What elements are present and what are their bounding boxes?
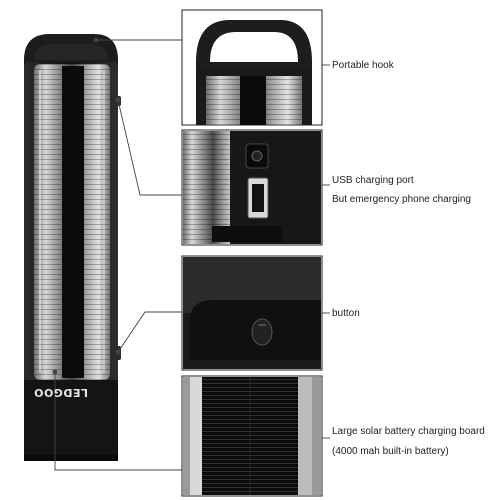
detail-panel-button: [181, 255, 323, 371]
lantern-body: [24, 34, 121, 461]
callout-hook-label: Portable hook: [332, 60, 394, 71]
callout-usb-sublabel: But emergency phone charging: [332, 194, 471, 205]
leader-lines: [52, 37, 182, 471]
callout-solar-sublabel: (4000 mah built-in battery): [332, 446, 449, 457]
callout-solar-label: Large solar battery charging board: [332, 426, 485, 437]
callout-usb-label: USB charging port: [332, 175, 414, 186]
callout-button-label: button: [332, 308, 360, 319]
callout-connectors: [322, 64, 330, 439]
detail-panel-solar: [181, 375, 323, 497]
detail-panel-usb: [181, 129, 323, 246]
brand-logo: LEDGOO: [33, 386, 88, 399]
detail-panel-hook: [181, 9, 323, 126]
